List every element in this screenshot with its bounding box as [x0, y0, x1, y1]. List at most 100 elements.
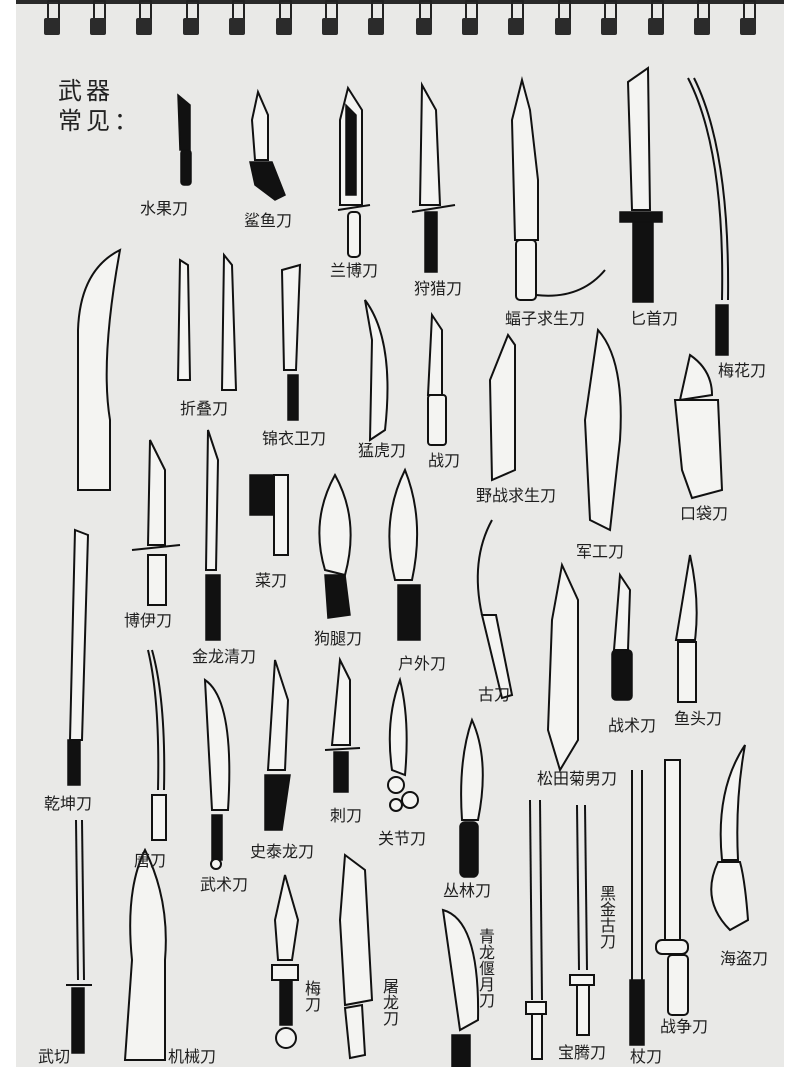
binding-ring-icon [740, 0, 756, 36]
staff-knife-icon [629, 770, 645, 1046]
outdoor-knife-icon [388, 467, 421, 641]
knuckle-knife-icon [387, 676, 419, 812]
label-bowie-knife: 博伊刀 [124, 611, 173, 630]
shark-knife-icon [249, 88, 286, 201]
label-rambo-knife: 兰博刀 [330, 261, 379, 280]
label-combat-knife: 战刀 [428, 451, 461, 470]
binding-ring-icon [508, 0, 524, 36]
label-knuckle-knife: 关节刀 [378, 829, 427, 848]
label-plum-knife: 梅刀 [302, 980, 321, 1012]
binding-ring-icon [416, 0, 432, 36]
golden-dragon-knife-icon [204, 429, 221, 641]
binding-ring-icon [44, 0, 60, 36]
binding-ring-icon [694, 0, 710, 36]
combat-knife-icon [426, 311, 447, 446]
label-military-knife: 军工刀 [576, 542, 625, 561]
binding-ring-icon [229, 0, 245, 36]
ancient-knife-icon [476, 519, 514, 700]
field-survival-knife-icon [488, 332, 516, 482]
binding-ring-icon [648, 0, 664, 36]
label-shark-knife: 鲨鱼刀 [244, 211, 293, 230]
label-shitailong-knife: 史泰龙刀 [250, 842, 315, 861]
label-matsuda-knife: 松田菊男刀 [537, 769, 618, 788]
black-gold-sword-icon [569, 804, 595, 1036]
binding-ring-icon [555, 0, 571, 36]
guandao-blade-icon [77, 248, 122, 491]
label-fishhead-knife: 鱼头刀 [674, 709, 723, 728]
label-mechanical-knife: 机械刀 [168, 1047, 217, 1066]
label-hunting-knife: 狩猎刀 [414, 279, 463, 298]
hunting-knife-icon [411, 81, 456, 273]
label-kukri-knife: 狗腿刀 [314, 629, 363, 648]
label-pocket-knife: 口袋刀 [680, 504, 729, 523]
label-wuqie-knife: 武切 [38, 1047, 71, 1066]
pocket-knife-icon [673, 353, 724, 500]
binding-ring-icon [183, 0, 199, 36]
bayonet-icon [324, 656, 361, 793]
bat-survival-knife-icon [510, 76, 606, 301]
binding-ring-icon [368, 0, 384, 36]
plum-blossom-sword-icon [687, 77, 730, 356]
label-jinyiwei-knife: 锦衣卫刀 [262, 429, 327, 448]
cleaver-icon [249, 474, 289, 556]
label-folding-knife: 折叠刀 [180, 399, 229, 418]
binding-wire [16, 0, 784, 4]
fishhead-knife-icon [674, 554, 698, 703]
label-jungle-knife: 丛林刀 [443, 881, 492, 900]
label-tang-knife: 唐刀 [134, 851, 167, 870]
label-qinglong-knife: 青龙偃月刀 [476, 928, 495, 1008]
label-bayonet: 刺刀 [330, 806, 363, 825]
label-black-gold-knife: 黑金古刀 [597, 885, 616, 949]
label-dragon-slayer-knife: 屠龙刀 [380, 978, 399, 1026]
label-qiankun-knife: 乾坤刀 [44, 794, 93, 813]
label-golden-dragon-knife: 金龙清刀 [192, 647, 257, 666]
dragon-slayer-knife-icon [338, 853, 374, 1060]
mechanical-knife-icon [123, 847, 167, 1061]
jungle-knife-icon [459, 717, 484, 878]
label-plum-blossom-knife: 梅花刀 [718, 361, 767, 380]
fierce-tiger-knife-icon [364, 299, 389, 442]
label-baoteng-knife: 宝腾刀 [558, 1043, 607, 1062]
kukri-knife-icon [318, 472, 352, 619]
martial-knife-icon [203, 678, 231, 870]
binding-ring-icon [322, 0, 338, 36]
label-fruit-knife: 水果刀 [140, 199, 189, 218]
dagger-icon [619, 66, 663, 303]
baoteng-sword-icon [525, 799, 547, 1060]
shitailong-knife-icon [264, 659, 291, 831]
folding-knife-icon [176, 252, 238, 391]
tactical-knife-icon [611, 572, 633, 701]
label-martial-knife: 武术刀 [200, 875, 249, 894]
title-line-2: 常见： [58, 107, 142, 135]
qinglong-yanyue-blade-icon [441, 908, 480, 1067]
fruit-knife-icon [177, 93, 192, 186]
military-knife-icon [583, 327, 622, 532]
plum-knife-icon [271, 874, 300, 1049]
label-war-knife: 战争刀 [660, 1017, 709, 1036]
matsuda-knife-icon [546, 561, 579, 773]
label-fierce-tiger-knife: 猛虎刀 [358, 441, 407, 460]
page-title: 武器 常见： [58, 76, 142, 136]
qiankun-sword-icon [67, 528, 90, 786]
label-staff-knife: 杖刀 [630, 1047, 663, 1066]
jinyiwei-knife-icon [280, 263, 302, 421]
label-dagger: 匕首刀 [630, 309, 679, 328]
title-line-1: 武器 [58, 77, 114, 105]
binding-ring-icon [136, 0, 152, 36]
label-pirate-knife: 海盗刀 [720, 949, 769, 968]
label-tactical-knife: 战术刀 [608, 716, 657, 735]
label-outdoor-knife: 户外刀 [398, 654, 447, 673]
wuqie-katana-icon [66, 819, 92, 1054]
binding-ring-icon [90, 0, 106, 36]
tang-knife-icon [147, 649, 167, 841]
label-ancient-knife: 古刀 [478, 685, 511, 704]
war-knife-icon [655, 759, 689, 1016]
pirate-knife-icon [710, 744, 750, 932]
label-bat-survival-knife: 蝠子求生刀 [505, 309, 586, 328]
binding-ring-icon [601, 0, 617, 36]
label-cleaver: 菜刀 [255, 571, 288, 590]
rambo-knife-icon [337, 85, 371, 258]
bowie-knife-icon [131, 439, 181, 606]
binding-ring-icon [276, 0, 292, 36]
